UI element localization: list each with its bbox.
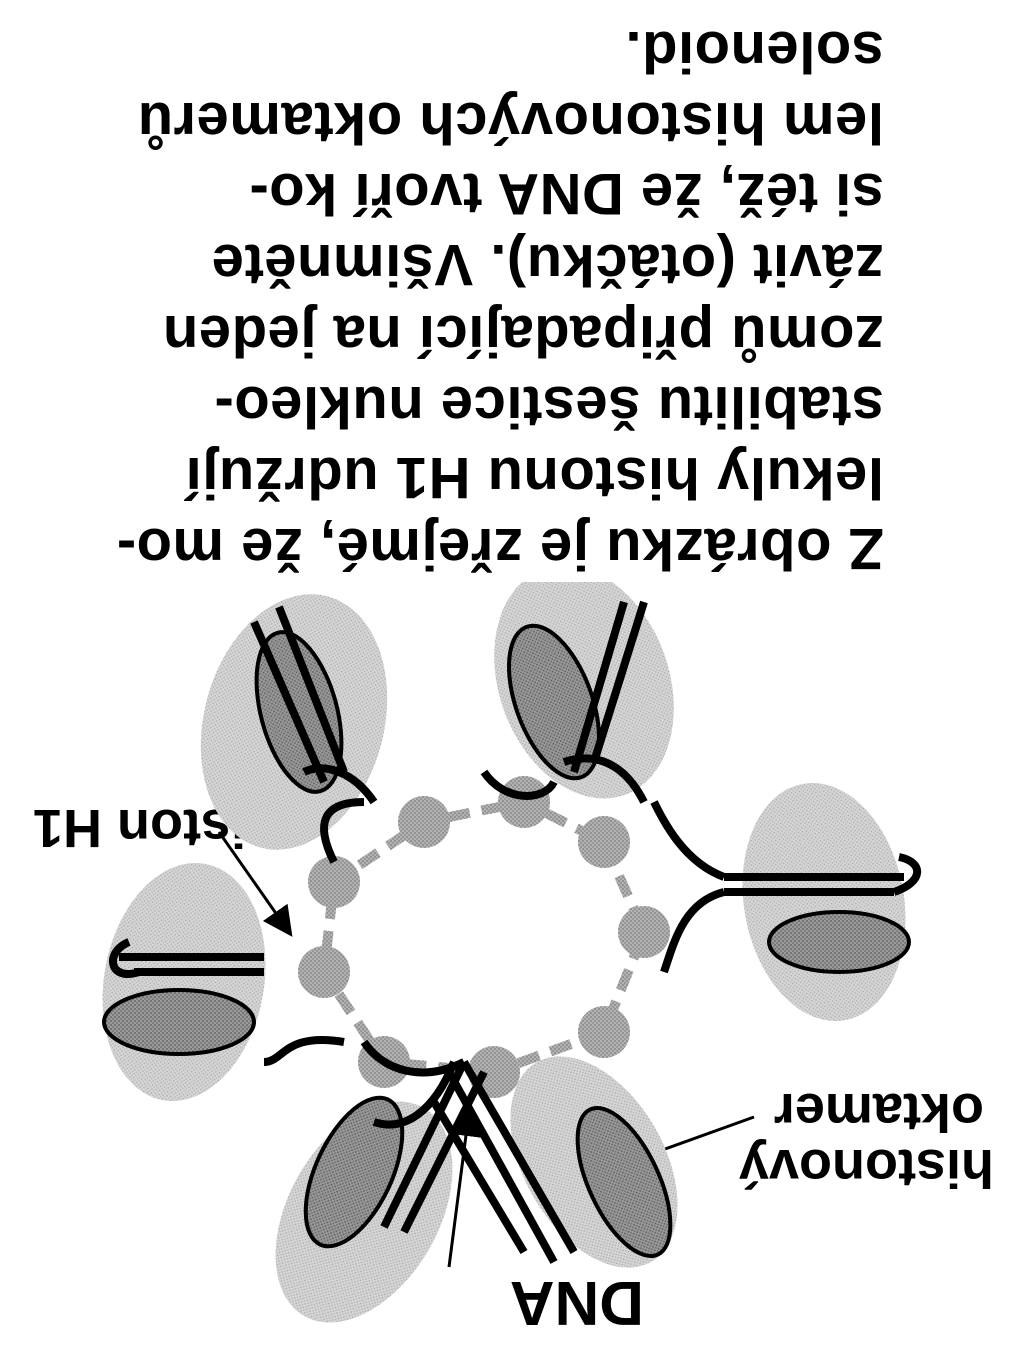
paragraph-line: zomů připadající na jeden xyxy=(162,303,884,368)
paragraph-line: si též, že DNA tvoří ko- xyxy=(248,161,884,226)
paragraph-line: Z obrázku je zřejmé, že mo- xyxy=(116,516,884,581)
nucleosome-4 xyxy=(200,594,388,864)
solenoid-diagram: DNA histonový oktamer histon H1 xyxy=(33,582,994,1337)
histone-h1-pointer-arrow xyxy=(217,831,293,937)
paragraph-line: stabilitu šestice nukleo- xyxy=(213,374,884,439)
explanatory-paragraph: Z obrázku je zřejmé, že mo- lekuly histo… xyxy=(116,16,884,584)
nucleosome-6 xyxy=(650,783,922,1021)
nucleosome-3 xyxy=(102,863,345,1101)
paragraph-line: lem histonových oktamerů xyxy=(137,90,884,155)
paragraph-line: závit (otáčku). Všimněte xyxy=(211,232,884,297)
paragraph-line: lekuly histonu H1 udržují xyxy=(185,445,884,510)
nucleosome-2 xyxy=(275,1060,488,1323)
dna-pointer-arrow xyxy=(447,1106,481,1268)
histone-octamer-label-line1: histonový xyxy=(739,1138,994,1198)
dna-label: DNA xyxy=(510,1268,644,1337)
histone-octamer-label-line2: oktamer xyxy=(774,1082,984,1142)
linker-dna xyxy=(302,754,648,1077)
histone-h1-ring xyxy=(298,776,670,1098)
paragraph-line: solenoid. xyxy=(624,19,884,84)
nucleosome-5 xyxy=(480,582,674,800)
